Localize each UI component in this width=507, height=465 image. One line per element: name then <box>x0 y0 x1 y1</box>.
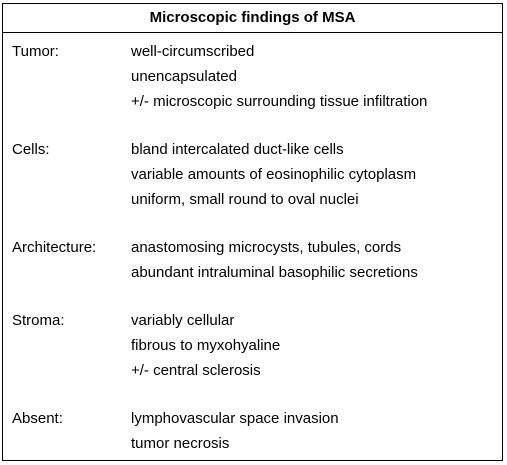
section-architecture: Architecture: anastomosing microcysts, t… <box>3 235 502 285</box>
finding-line: +/- microscopic surrounding tissue infil… <box>131 93 428 110</box>
finding-line: abundant intraluminal basophilic secreti… <box>131 264 418 281</box>
section-gap <box>3 114 502 137</box>
finding-line: fibrous to myxohyaline <box>131 337 281 354</box>
section-lines: variably cellular fibrous to myxohyaline… <box>129 308 502 383</box>
section-stroma: Stroma: variably cellular fibrous to myx… <box>3 308 502 383</box>
section-label: Stroma: <box>12 312 65 329</box>
findings-table: Microscopic findings of MSA Tumor: well-… <box>2 3 503 461</box>
finding-line: lymphovascular space invasion <box>131 410 339 427</box>
section-gap <box>3 212 502 235</box>
finding-line: uniform, small round to oval nuclei <box>131 191 359 208</box>
section-lines: bland intercalated duct-like cells varia… <box>129 137 502 212</box>
finding-line: variable amounts of eosinophilic cytopla… <box>131 166 417 183</box>
section-label: Tumor: <box>12 43 59 60</box>
section-gap <box>3 285 502 308</box>
section-label: Architecture: <box>12 239 97 256</box>
table-title: Microscopic findings of MSA <box>3 4 502 33</box>
finding-line: variably cellular <box>131 312 235 329</box>
section-cells: Cells: bland intercalated duct-like cell… <box>3 137 502 212</box>
finding-line: tumor necrosis <box>131 435 230 452</box>
finding-line: bland intercalated duct-like cells <box>131 141 344 158</box>
finding-line: well-circumscribed <box>131 43 255 60</box>
finding-line: unencapsulated <box>131 68 237 85</box>
section-gap <box>3 383 502 406</box>
section-label: Absent: <box>12 410 63 427</box>
section-lines: lymphovascular space invasion tumor necr… <box>129 406 502 456</box>
section-tumor: Tumor: well-circumscribed unencapsulated… <box>3 39 502 114</box>
finding-line: anastomosing microcysts, tubules, cords <box>131 239 402 256</box>
section-label: Cells: <box>12 141 50 158</box>
section-lines: well-circumscribed unencapsulated +/- mi… <box>129 39 502 114</box>
section-lines: anastomosing microcysts, tubules, cords … <box>129 235 502 285</box>
section-absent: Absent: lymphovascular space invasion tu… <box>3 406 502 456</box>
table-body: Tumor: well-circumscribed unencapsulated… <box>3 33 502 456</box>
finding-line: +/- central sclerosis <box>131 362 261 379</box>
